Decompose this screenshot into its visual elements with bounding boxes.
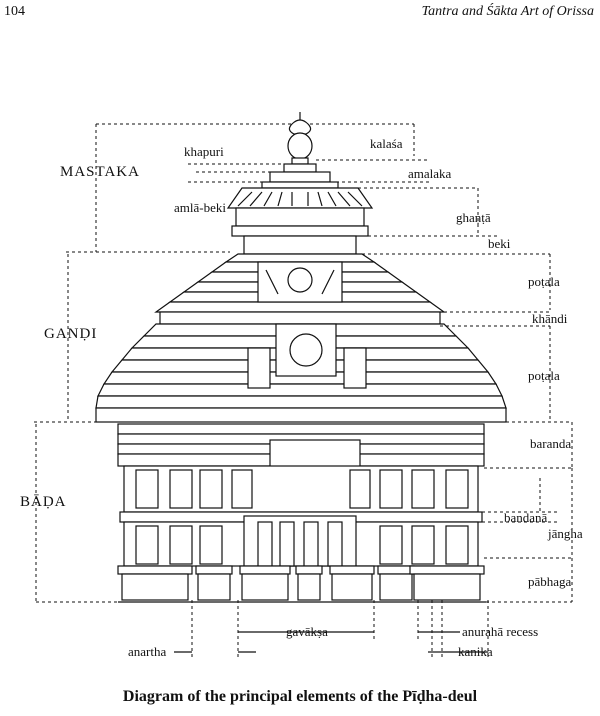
label-potala-upper: poṭala: [528, 274, 560, 289]
label-bandana: bandanā: [504, 510, 548, 525]
label-anuraha-recess: anurahā recess: [462, 624, 538, 639]
dimension-lines: [34, 123, 573, 660]
label-beki: beki: [488, 236, 511, 251]
label-gandi: GANḌI: [44, 326, 97, 342]
label-bada: BĀḌA: [20, 494, 67, 510]
page-number: 104: [4, 4, 25, 19]
label-mastaka: MASTAKA: [60, 164, 140, 180]
ghanta-bell: [226, 187, 374, 255]
label-khapuri: khapuri: [184, 144, 224, 159]
label-amla-beki: amlā-beki: [174, 200, 226, 215]
lower-jangha: [123, 515, 479, 567]
pabhaga-mouldings: [117, 565, 486, 603]
lower-potala-tiers: [95, 323, 507, 423]
khandi-band: [159, 311, 441, 325]
figure-caption: Diagram of the principal elements of the…: [122, 688, 478, 705]
label-khandi: khāndi: [532, 311, 568, 326]
temple-drawing: [95, 112, 507, 603]
amalaka: [261, 163, 339, 189]
upper-jangha: [123, 465, 479, 513]
label-baranda: baranda: [530, 436, 571, 451]
label-kalasa: kalaśa: [370, 136, 403, 151]
label-anartha: anartha: [128, 644, 166, 659]
label-ghanta: ghaṇṭā: [456, 210, 491, 225]
label-kanika: kanika: [458, 644, 493, 659]
label-pabhaga: pābhaga: [528, 574, 572, 589]
label-potala-lower: poṭala: [528, 368, 560, 383]
labels: MASTAKA GANḌI BĀḌA khapuri kalaśa amalak…: [20, 136, 583, 659]
label-jangha: jāngha: [547, 526, 583, 541]
kalasa-finial: [287, 112, 313, 165]
upper-potala-tiers: [154, 253, 446, 313]
running-title: Tantra and Śākta Art of Orissa: [421, 4, 594, 19]
label-gavaksa: gavākṣa: [286, 624, 328, 639]
label-amalaka: amalaka: [408, 166, 452, 181]
